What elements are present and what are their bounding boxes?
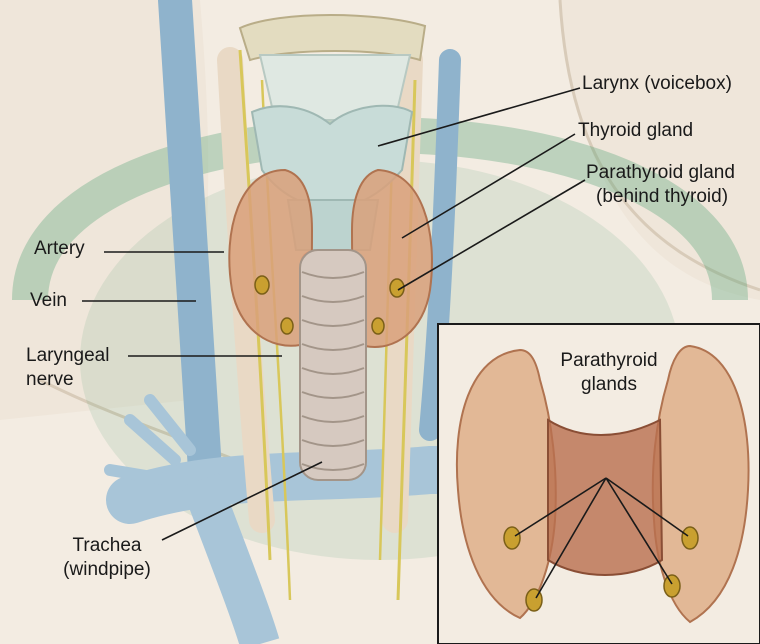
parathyroid-left-upper <box>255 276 269 294</box>
inset-label-glands: glands <box>534 374 684 396</box>
inset-label-parathyroid: Parathyroid <box>534 350 684 372</box>
label-parathyroid-gland: Parathyroid gland <box>586 162 735 184</box>
label-laryngeal-nerve-line2: nerve <box>26 369 74 391</box>
inset-thyroid-posterior <box>548 420 662 575</box>
parathyroid-right-lower <box>372 318 384 334</box>
inset-parathyroid-1 <box>504 527 520 549</box>
inset-panel <box>438 324 760 644</box>
parathyroid-left-lower <box>281 318 293 334</box>
label-thyroid-gland: Thyroid gland <box>578 120 693 142</box>
label-laryngeal-nerve: Laryngeal <box>26 345 109 367</box>
trachea <box>300 250 366 480</box>
label-parathyroid-gland-note: (behind thyroid) <box>596 186 728 208</box>
label-larynx: Larynx (voicebox) <box>582 73 732 95</box>
label-artery: Artery <box>34 238 85 260</box>
label-trachea: Trachea <box>52 535 162 557</box>
inset-parathyroid-4 <box>664 575 680 597</box>
inset-parathyroid-3 <box>682 527 698 549</box>
label-trachea-note: (windpipe) <box>52 559 162 581</box>
label-vein: Vein <box>30 290 67 312</box>
